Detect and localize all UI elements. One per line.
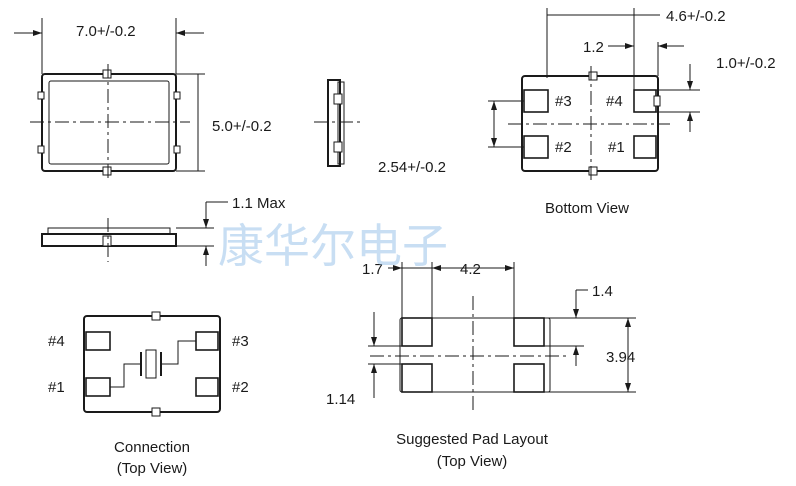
caption-connection: Connection [114,439,190,456]
dim-pad-pitch: 2.54+/-0.2 [378,159,446,176]
conn-pin-label-3: #3 [232,333,249,350]
bottom-view: #3 #4 #2 #1 4.6+/-0.2 1.2 1.0+/-0.2 2.54… [378,8,776,217]
pin-label-3: #3 [555,93,572,110]
dim-layout-pad-height: 1.4 [592,283,613,300]
dim-height-max: 1.1 Max [232,195,286,212]
pin-label-1: #1 [608,139,625,156]
caption-bottom-view: Bottom View [545,200,629,217]
side-view [314,79,360,167]
dim-length: 7.0+/-0.2 [76,23,136,40]
conn-pin-label-2: #2 [232,379,249,396]
conn-pin-label-1: #1 [48,379,65,396]
dim-bottom-span: 4.6+/-0.2 [666,8,726,25]
top-view: 7.0+/-0.2 5.0+/-0.2 [14,18,272,182]
conn-pin-label-4: #4 [48,333,65,350]
dim-pad-gap: 1.2 [583,39,604,56]
caption-connection-sub: (Top View) [117,460,188,477]
connection-view: #4 #1 #3 #2 Connection (Top View) [48,311,249,477]
pin-label-2: #2 [555,139,572,156]
pad-layout-view: 1.7 4.2 1.4 3.94 1.14 Suggested Pad Layo… [326,261,636,470]
caption-pad-layout-sub: (Top View) [437,453,508,470]
dim-width: 5.0+/-0.2 [212,118,272,135]
dim-layout-span: 3.94 [606,349,635,366]
dim-layout-pad-width: 1.7 [362,261,383,278]
dim-layout-pad-spacing: 4.2 [460,261,481,278]
caption-pad-layout: Suggested Pad Layout [396,431,549,448]
front-side-view: 1.1 Max [41,195,286,266]
dim-pad-height: 1.0+/-0.2 [716,55,776,72]
pin-label-4: #4 [606,93,623,110]
watermark-text: 康华尔电子 [218,219,448,273]
dim-layout-gap: 1.14 [326,391,355,408]
